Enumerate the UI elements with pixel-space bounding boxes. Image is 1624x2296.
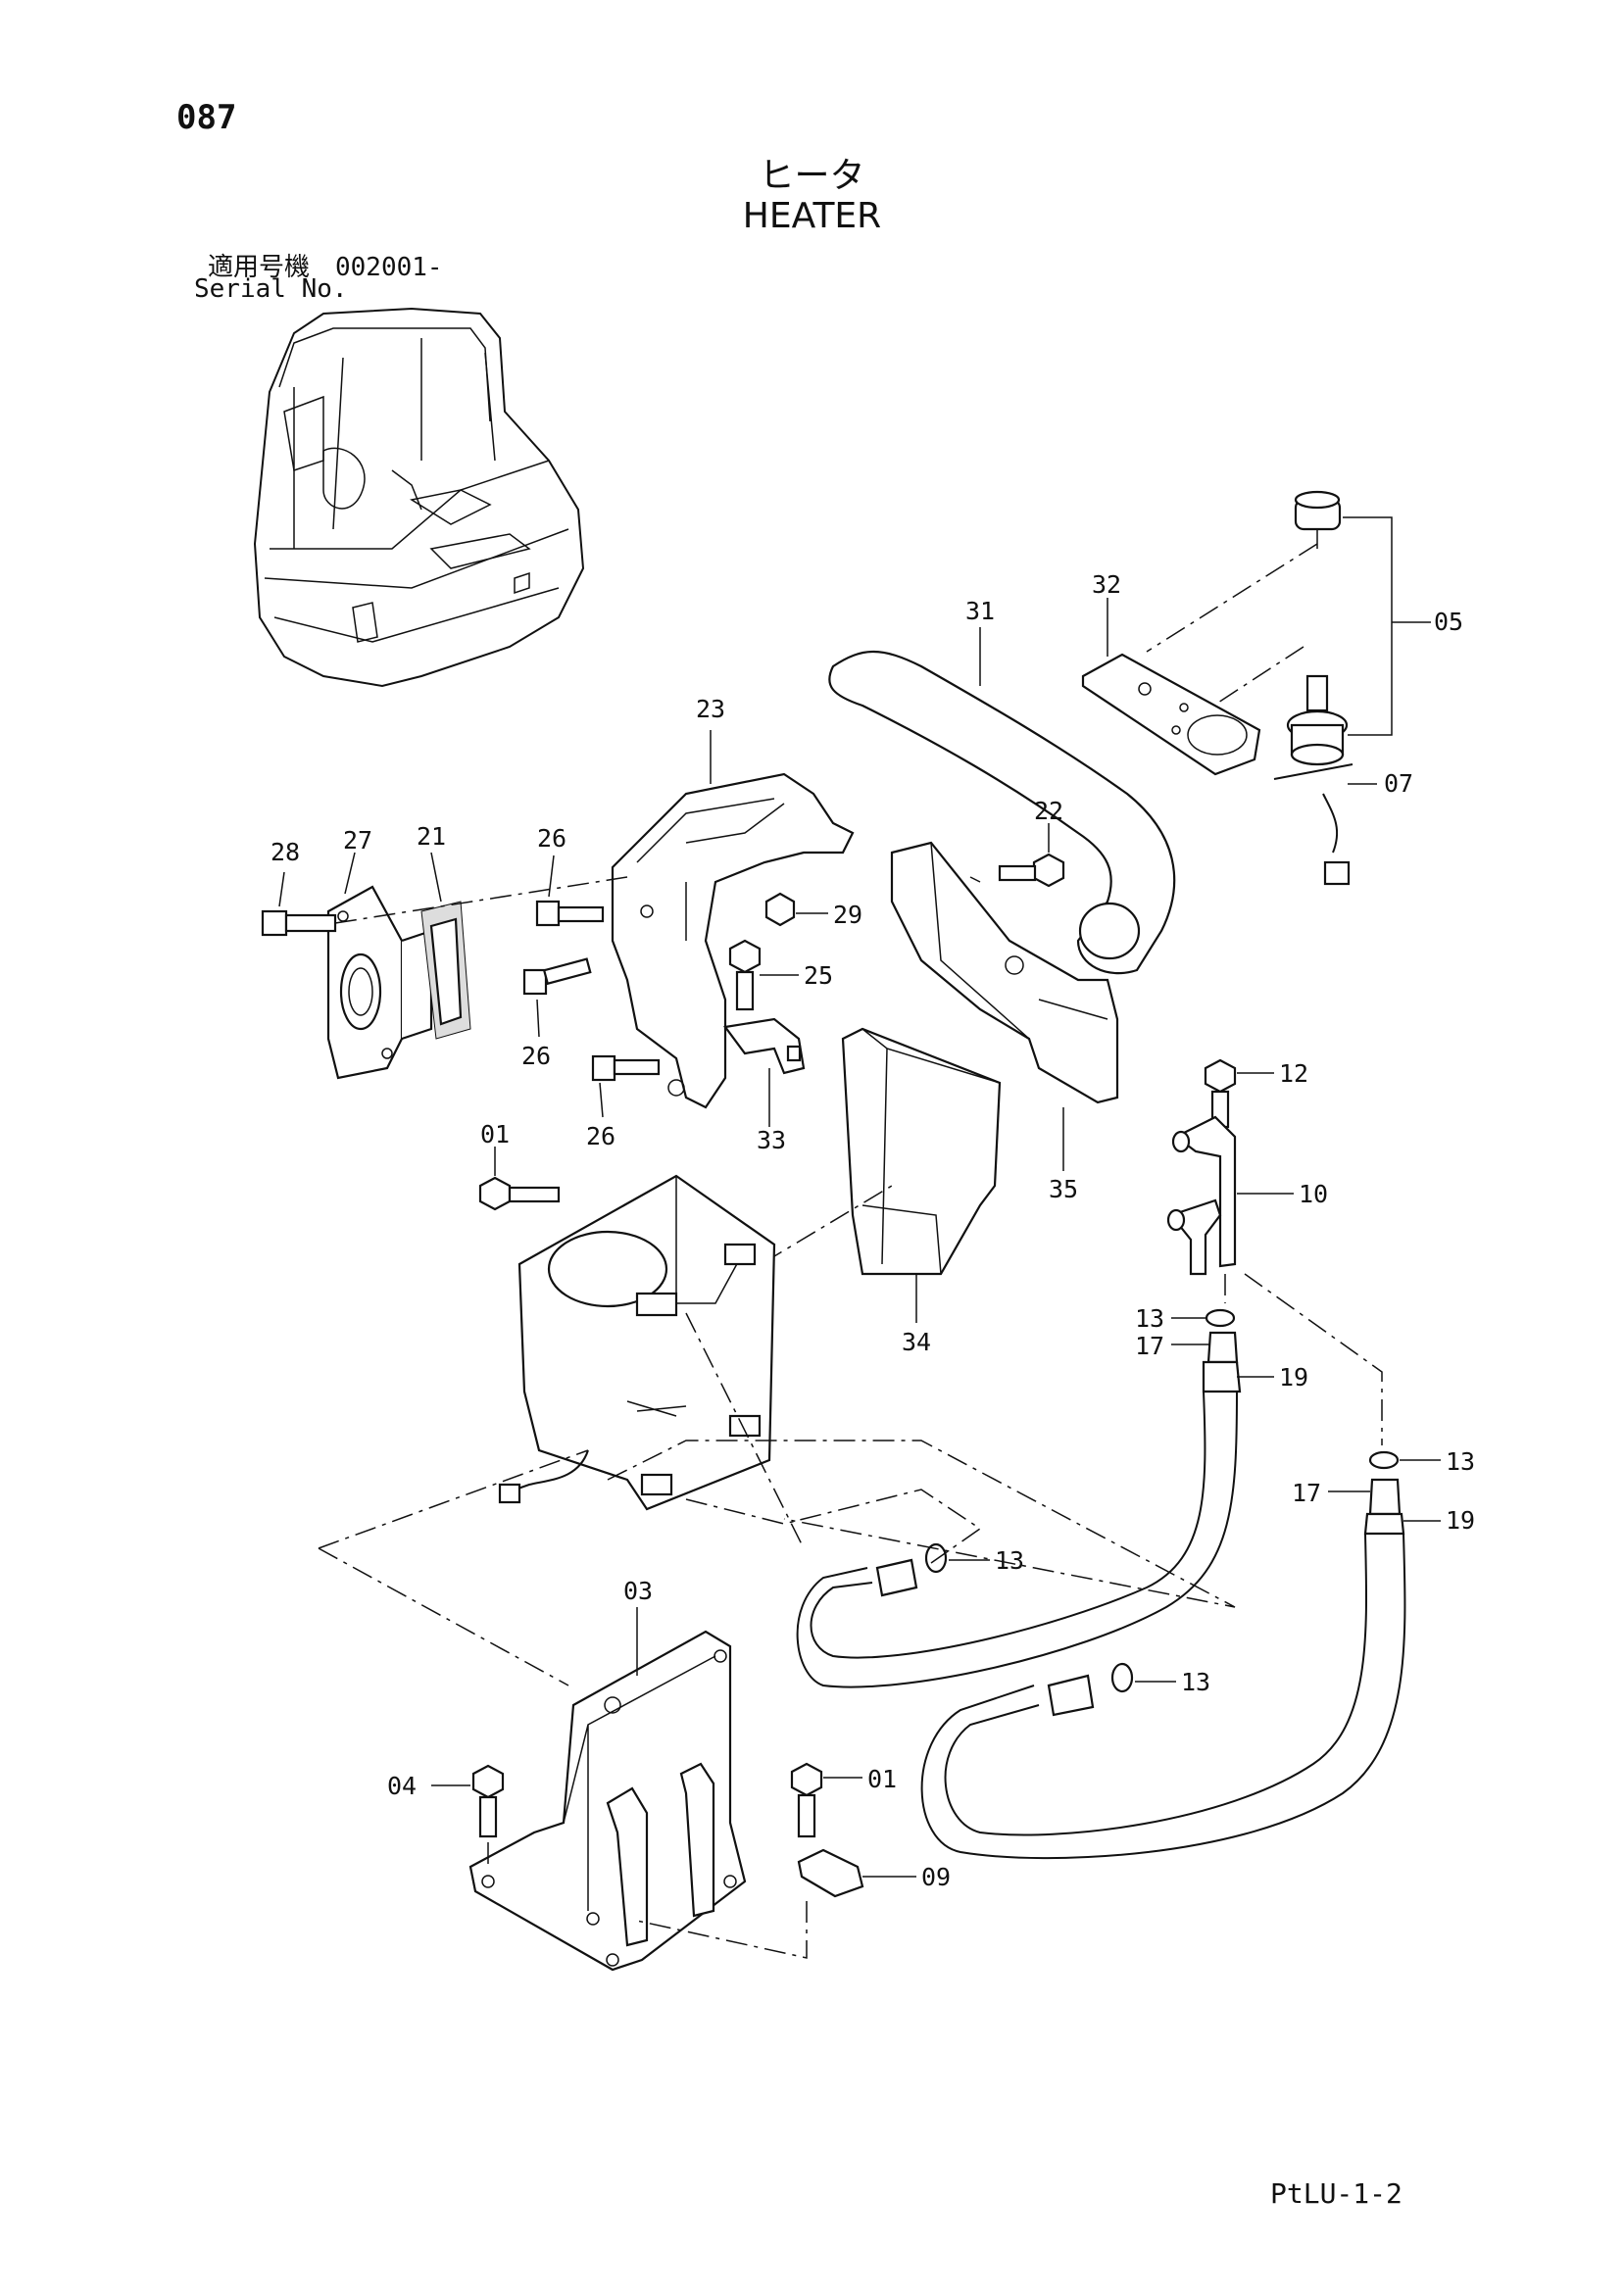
callout-21: 21 [417,822,446,851]
callout-03: 03 [623,1577,653,1605]
part-32-plate [1081,653,1261,776]
title-japanese: ヒータ [759,156,865,196]
alignment-line-22 [969,876,981,883]
part-23-bracket [611,772,855,1109]
part-01-bolt-upper [478,1176,561,1211]
part-12-bolt [1204,1058,1237,1129]
callout-28: 28 [271,838,300,866]
callout-34: 34 [902,1328,931,1356]
callout-33: 33 [757,1126,786,1154]
callout-17b: 17 [1292,1479,1321,1507]
callout-26b: 26 [521,1042,551,1070]
callout-35: 35 [1049,1175,1078,1203]
callout-05: 05 [1434,608,1463,636]
alignment-line-base [318,1440,1236,1686]
title-english: HEATER [742,196,882,236]
callout-22: 22 [1034,797,1063,825]
callout-19b: 19 [1446,1506,1475,1535]
alignment-line-heater-top [685,1312,805,1549]
callout-27: 27 [343,826,372,855]
callout-01b: 01 [867,1765,897,1793]
callout-26c: 26 [586,1122,615,1150]
part-04-bolt [471,1764,505,1838]
serial-label-japanese: 適用号機 002001- [208,253,443,282]
part-03-base [468,1630,747,1972]
callout-10: 10 [1299,1180,1328,1208]
callout-31: 31 [965,597,995,625]
page-number: 087 [176,98,237,137]
part-13-clamp-d [1110,1662,1134,1693]
leader-21 [430,852,442,903]
footer-code: PtLU-1-2 [1270,2177,1403,2210]
serial-label-english: Serial No. [194,274,348,304]
callout-13b: 13 [1446,1447,1475,1476]
part-13-clamp-b [1368,1450,1400,1470]
alignment-line-hose-b [1244,1273,1383,1445]
part-10-pipe [1166,1115,1237,1276]
part-17-19-hose-a [796,1331,1242,1688]
alignment-line-28 [334,876,628,924]
leader-28 [278,871,285,907]
callout-23: 23 [696,695,725,723]
callout-17a: 17 [1135,1332,1164,1360]
callout-09: 09 [921,1863,951,1891]
heater-unit [498,1174,776,1511]
machine-overview-illustration [253,307,585,688]
part-29-nut [764,892,796,927]
part-05-07-valve [1146,490,1353,886]
part-01-bolt-lower [790,1762,823,1838]
part-26-bolt-a [535,900,605,927]
callout-19a: 19 [1279,1363,1308,1392]
callout-01a: 01 [480,1120,510,1148]
callout-29: 29 [833,901,862,929]
part-22-bolt [998,853,1065,888]
leader-26a [548,855,555,898]
part-13-clamp-c [924,1542,948,1574]
part-31-duct-hose [828,651,1176,975]
part-09-clip [797,1848,864,1898]
part-13-clamp-a [1205,1308,1236,1328]
part-34-intake-duct [841,1027,1002,1276]
leader-27 [344,852,356,895]
part-21-gasket [420,901,471,1040]
part-27-flange [326,885,433,1080]
part-28-bolt [261,909,337,937]
part-26-bolt-c [591,1054,661,1082]
callout-32: 32 [1092,570,1121,599]
alignment-line-01b [636,1901,808,1959]
callout-04: 04 [387,1772,417,1800]
callout-25: 25 [804,961,833,990]
leader-05 [1343,516,1431,736]
leader-26b [536,999,540,1038]
part-26-bolt-b [522,957,592,996]
callout-26a: 26 [537,824,566,853]
callout-12: 12 [1279,1059,1308,1088]
leader-26c [599,1082,604,1118]
part-33-bracket [723,1017,806,1075]
part-17-19-hose-b [920,1478,1406,1860]
callout-13a: 13 [1135,1304,1164,1333]
alignment-line-heater-pipe [685,1489,982,1564]
callout-13d: 13 [1181,1668,1210,1696]
callout-07: 07 [1384,769,1413,798]
part-35-outlet-duct [890,841,1119,1104]
part-25-bolt [728,939,762,1011]
callout-13c: 13 [995,1546,1024,1575]
